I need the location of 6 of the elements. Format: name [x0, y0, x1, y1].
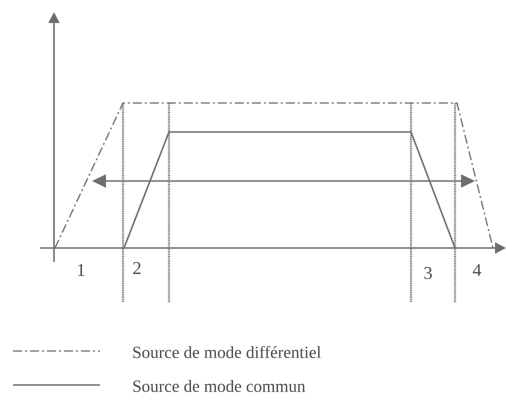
interval-number: 4: [472, 264, 482, 276]
legend-text: Source de mode différentiel: [133, 346, 321, 358]
interval-number: 1: [78, 264, 84, 276]
interval-number: 2: [133, 262, 141, 274]
interval-number: 3: [424, 266, 432, 280]
legend-text: Source de mode commun: [133, 380, 306, 392]
